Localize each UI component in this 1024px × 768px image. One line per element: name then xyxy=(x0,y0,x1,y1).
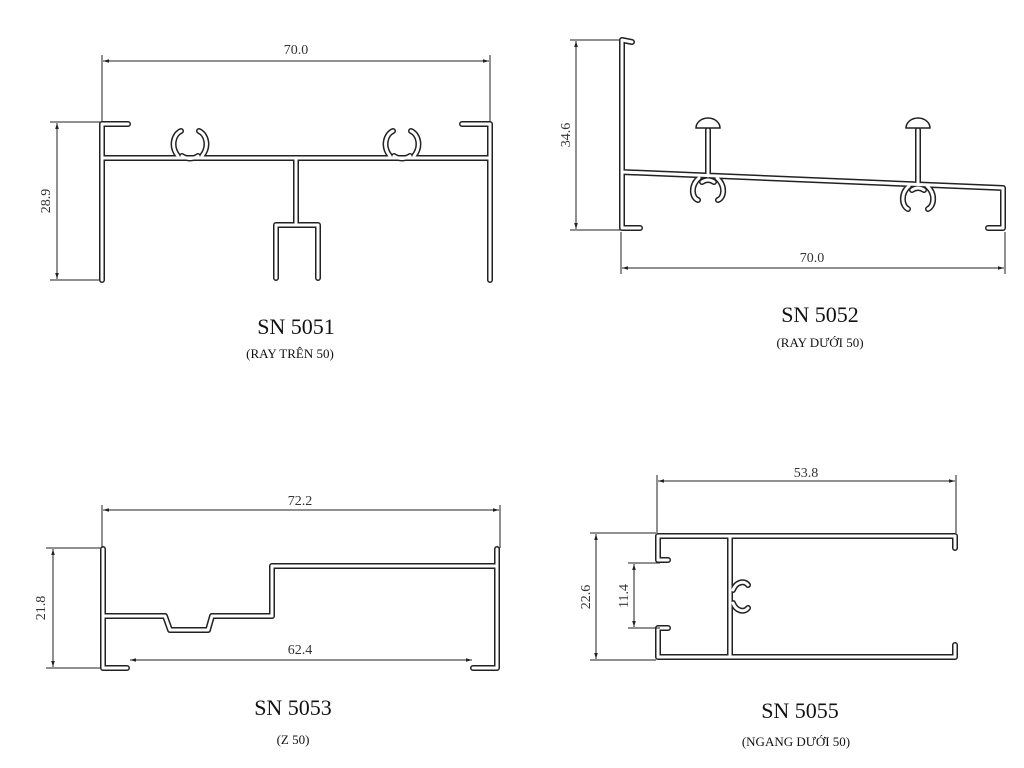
dimension-label: 34.6 xyxy=(559,123,574,148)
dimension-width: 70.0 xyxy=(101,43,491,122)
dimension-label: 53.8 xyxy=(794,466,819,481)
dimension-label: 70.0 xyxy=(800,251,825,266)
profile-code: SN 5052 xyxy=(781,302,859,327)
profile-sn5051: 70.0 28.9 SN 5051 (RAY TRÊN 50) xyxy=(39,43,490,361)
profile-name: (RAY TRÊN 50) xyxy=(246,346,334,361)
profile-code: SN 5053 xyxy=(254,695,332,720)
dimension-height: 21.8 xyxy=(34,547,100,669)
dimension-inner-width: 62.4 xyxy=(130,643,472,662)
mushroom-cap xyxy=(695,117,721,129)
dimension-label: 21.8 xyxy=(34,596,49,621)
dimension-label: 22.6 xyxy=(579,585,594,610)
profile-code: SN 5051 xyxy=(257,314,335,339)
dimension-label: 72.2 xyxy=(288,494,313,509)
profile-code: SN 5055 xyxy=(761,698,839,723)
profile-sn5052: 34.6 70.0 SN 5052 (RAY DƯỚI 50) xyxy=(559,40,1005,350)
dimension-label: 11.4 xyxy=(617,584,632,608)
dimension-height: 22.6 xyxy=(579,532,656,661)
dimension-width: 72.2 xyxy=(101,494,501,548)
profile-sn5055: 53.8 22.6 11.4 SN 5055 (NGANG DƯỚI 50) xyxy=(579,466,956,749)
profile-name: (RAY DƯỚI 50) xyxy=(776,335,863,350)
dimension-label: 62.4 xyxy=(288,643,313,658)
profile-sn5053: 72.2 21.8 62.4 SN 5053 (Z 50) xyxy=(34,494,501,747)
dimension-opening: 11.4 xyxy=(617,562,660,629)
dimension-width: 53.8 xyxy=(656,466,957,533)
dimension-label: 28.9 xyxy=(39,189,54,214)
dimension-label: 70.0 xyxy=(284,43,309,58)
mushroom-cap xyxy=(905,117,931,129)
profile-name: (NGANG DƯỚI 50) xyxy=(742,734,850,749)
dimension-width: 70.0 xyxy=(620,232,1006,274)
dimension-height: 28.9 xyxy=(39,121,100,281)
profile-name: (Z 50) xyxy=(277,732,310,747)
dimension-height: 34.6 xyxy=(559,39,620,231)
